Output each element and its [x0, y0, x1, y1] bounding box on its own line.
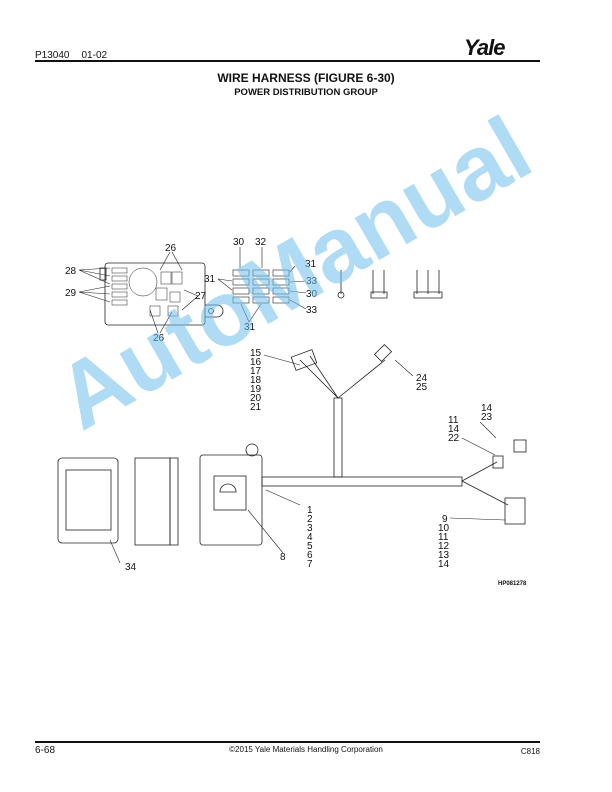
callout-25: 25: [416, 382, 428, 393]
header-rule: [35, 60, 540, 62]
page-title: WIRE HARNESS (FIGURE 6-30): [217, 71, 395, 85]
callout-14-far: 14: [481, 403, 493, 414]
footer-rule: [35, 741, 540, 743]
callout-11-mid: 11: [448, 415, 459, 426]
part-number: P13040: [35, 50, 70, 61]
callout-29: 29: [65, 288, 77, 299]
callout-22: 22: [448, 433, 460, 444]
terminals-drawing: [337, 270, 443, 299]
callout-18: 18: [250, 375, 262, 386]
callout-30-right: 30: [306, 289, 318, 300]
callout-12: 12: [438, 541, 450, 552]
callout-10: 10: [438, 523, 450, 534]
callout-33-upper: 33: [306, 276, 318, 287]
manual-code: C818: [520, 747, 540, 756]
leader-lines: [78, 247, 506, 564]
callout-1: 1: [307, 505, 313, 516]
callout-15: 15: [250, 348, 262, 359]
copyright: ©2015 Yale Materials Handling Corporatio…: [229, 745, 383, 754]
callout-31-bottom: 31: [244, 322, 256, 333]
callout-17: 17: [250, 366, 262, 377]
revision-date: 01-02: [81, 50, 108, 61]
callout-20: 20: [250, 393, 262, 404]
figure-code: HP081278: [498, 581, 527, 587]
callout-30-top: 30: [233, 237, 245, 248]
fuse-box-drawing: [99, 262, 224, 326]
callout-23: 23: [481, 412, 493, 423]
callout-31-right: 31: [305, 259, 317, 270]
callout-14-mid: 14: [448, 424, 460, 435]
callout-27: 27: [195, 291, 207, 302]
callout-13: 13: [438, 550, 450, 561]
callout-26-top: 26: [165, 243, 177, 254]
callout-2: 2: [307, 514, 313, 525]
callout-26-bottom: 26: [153, 333, 165, 344]
callout-8: 8: [280, 552, 286, 563]
callout-31-left: 31: [204, 274, 216, 285]
callout-21: 21: [250, 402, 262, 413]
callout-24: 24: [416, 373, 428, 384]
callout-14: 14: [438, 559, 450, 570]
callout-34: 34: [125, 562, 137, 573]
callout-4: 4: [307, 532, 313, 543]
callout-16: 16: [250, 357, 262, 368]
callout-7: 7: [307, 559, 313, 570]
yale-logo: Yale: [464, 35, 505, 60]
harness-drawing: [57, 343, 527, 546]
callout-32: 32: [255, 237, 267, 248]
callout-9: 9: [442, 514, 448, 525]
callout-28: 28: [65, 266, 77, 277]
callout-19: 19: [250, 384, 262, 395]
page-subtitle: POWER DISTRIBUTION GROUP: [234, 87, 378, 98]
document-id: P13040 01-02: [35, 50, 119, 61]
page-number: 6-68: [35, 745, 56, 756]
callout-5: 5: [307, 541, 313, 552]
fuse-grid-drawing: [232, 269, 290, 304]
callout-11: 11: [438, 532, 449, 543]
callout-3: 3: [307, 523, 313, 534]
callout-33-lower: 33: [306, 305, 318, 316]
callout-6: 6: [307, 550, 313, 561]
